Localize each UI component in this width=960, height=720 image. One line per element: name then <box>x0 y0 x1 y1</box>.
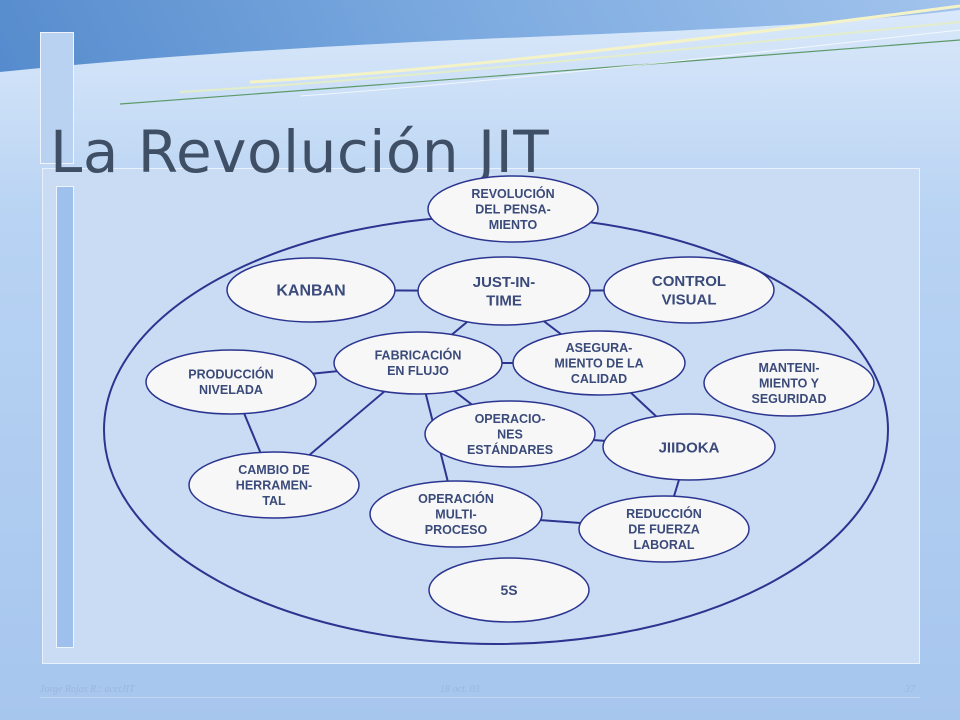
decorative-bar <box>56 186 74 648</box>
node-shape <box>512 330 686 396</box>
node-label: JIIDOKA <box>659 439 720 456</box>
footer-page: 37 <box>905 684 915 695</box>
node-label: MIENTO <box>489 218 538 232</box>
node-shape <box>424 400 596 468</box>
node-label: CALIDAD <box>571 372 627 386</box>
node-shape <box>703 349 875 417</box>
node-shape <box>578 495 750 563</box>
node-jiidoka: JIIDOKA <box>602 413 776 481</box>
node-shape <box>145 349 317 415</box>
slide-title: La Revolución JIT <box>50 118 550 186</box>
node-label: VISUAL <box>661 292 716 309</box>
footer-divider <box>40 697 920 698</box>
node-kanban: KANBAN <box>226 257 396 323</box>
node-shape <box>369 480 543 548</box>
node-asegura: ASEGURA-MIENTO DE LA CALIDAD <box>512 330 686 396</box>
node-manteni: MANTENI-MIENTO Y SEGURIDAD <box>703 349 875 417</box>
node-shape <box>188 451 360 519</box>
node-label: REDUCCIÓN <box>626 506 702 521</box>
node-label: JUST-IN- <box>473 274 536 291</box>
node-label: OPERACIO- <box>475 412 546 426</box>
footer-date: 18 oct. 03 <box>440 684 480 695</box>
node-label: REVOLUCIÓN <box>471 186 554 201</box>
node-label: PROCESO <box>425 523 488 537</box>
node-label: KANBAN <box>276 283 345 300</box>
node-label: MIENTO Y <box>759 376 820 390</box>
node-shape <box>417 256 591 326</box>
node-label: NES <box>497 427 523 441</box>
node-label: ESTÁNDARES <box>467 442 553 457</box>
node-label: SEGURIDAD <box>751 392 826 406</box>
node-label: 5S <box>500 582 517 598</box>
node-label: MULTI- <box>435 507 476 521</box>
node-shape <box>333 331 503 395</box>
node-jit: JUST-IN- TIME <box>417 256 591 326</box>
decorative-bar <box>40 32 74 164</box>
footer-author: Jorge Rojas R.: acetJIT <box>40 684 135 695</box>
node-label: TAL <box>262 494 286 508</box>
node-shape <box>602 413 776 481</box>
node-cinco_s: 5S <box>428 557 590 623</box>
node-shape <box>226 257 396 323</box>
node-label: MIENTO DE LA <box>554 356 643 370</box>
node-label: FABRICACIÓN <box>375 348 462 363</box>
node-label: EN FLUJO <box>387 364 449 378</box>
node-label: CAMBIO DE <box>238 463 310 477</box>
node-label: MANTENI- <box>758 361 819 375</box>
node-shape <box>603 256 775 324</box>
node-label: NIVELADA <box>199 383 263 397</box>
node-label: HERRAMEN- <box>236 478 312 492</box>
node-label: LABORAL <box>633 538 694 552</box>
node-shape <box>427 175 599 243</box>
node-label: TIME <box>486 293 522 310</box>
node-label: DE FUERZA <box>628 522 700 536</box>
node-label: DEL PENSA- <box>475 202 550 216</box>
node-label: OPERACIÓN <box>418 491 494 506</box>
decorative-swoosh <box>0 0 960 105</box>
node-label: CONTROL <box>652 273 726 290</box>
node-label: PRODUCCIÓN <box>188 367 273 382</box>
node-control: CONTROL VISUAL <box>603 256 775 324</box>
node-label: ASEGURA- <box>566 341 633 355</box>
node-shape <box>428 557 590 623</box>
